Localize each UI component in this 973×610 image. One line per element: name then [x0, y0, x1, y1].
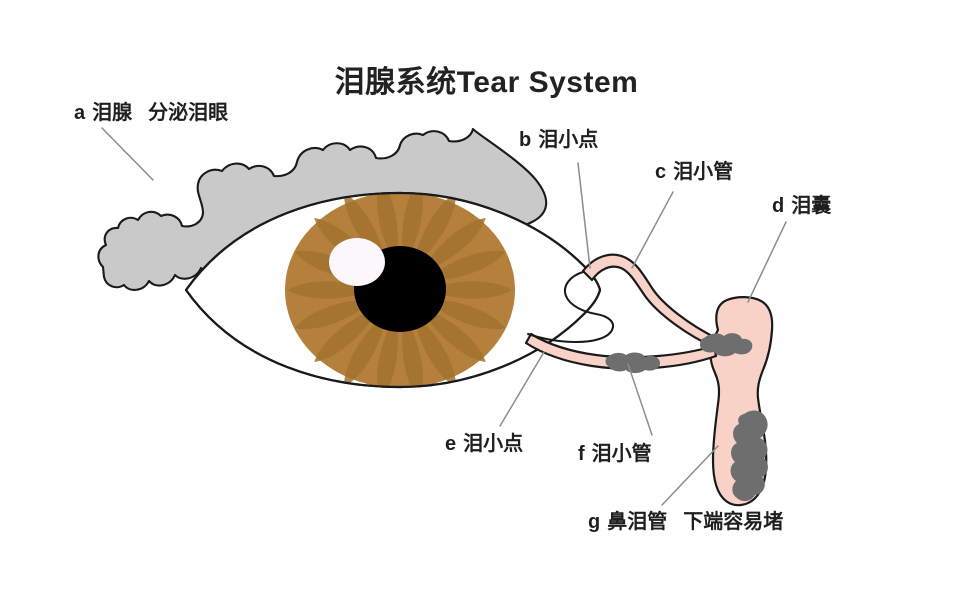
iris-striations — [288, 193, 512, 387]
label-e-term: 泪小点 — [463, 433, 524, 455]
label-e: e 泪小点 — [445, 434, 523, 454]
label-b-term: 泪小点 — [538, 129, 599, 151]
label-f-key: f — [578, 443, 585, 465]
lower-canaliculus — [524, 332, 718, 370]
inner-canthus-fold — [527, 271, 614, 344]
label-g-key: g — [588, 511, 601, 533]
label-f: f 泪小管 — [578, 444, 652, 464]
page-title: 泪腺系统Tear System — [334, 66, 639, 99]
label-b-key: b — [519, 129, 532, 151]
label-a-key: a — [74, 102, 86, 124]
lower-canaliculus-blockage — [605, 352, 660, 373]
label-c-key: c — [655, 161, 667, 183]
corneal-highlight — [329, 238, 385, 286]
label-g: g 鼻泪管下端容易堵 — [588, 512, 783, 532]
leader-line-g — [661, 445, 719, 506]
label-a-term: 泪腺 — [92, 102, 133, 124]
label-d-key: d — [772, 195, 785, 217]
label-a-note: 分泌泪眼 — [148, 102, 229, 124]
label-a: a 泪腺分泌泪眼 — [74, 103, 228, 123]
iris-group — [285, 193, 515, 387]
label-f-term: 泪小管 — [591, 443, 652, 465]
leader-lines — [101, 127, 787, 506]
label-e-key: e — [445, 433, 457, 455]
leader-line-f — [627, 363, 653, 436]
label-c-term: 泪小管 — [673, 161, 734, 183]
sac-junction-blockage — [700, 333, 753, 357]
label-c: c 泪小管 — [655, 162, 733, 182]
leader-line-a — [101, 127, 154, 181]
leader-line-d — [747, 221, 787, 303]
lacrimal-sac-and-duct — [709, 296, 774, 507]
leader-line-c — [631, 191, 674, 269]
upper-canaliculus — [581, 253, 718, 350]
label-b: b 泪小点 — [519, 130, 598, 150]
eye-globe — [184, 191, 602, 389]
leader-line-e — [499, 351, 545, 427]
label-g-term: 鼻泪管 — [607, 511, 668, 533]
label-d-term: 泪囊 — [791, 195, 832, 217]
leader-line-b — [577, 162, 591, 269]
label-g-note: 下端容易堵 — [683, 511, 784, 533]
label-d: d 泪囊 — [772, 196, 831, 216]
nasolacrimal-duct-blockage — [730, 410, 768, 502]
